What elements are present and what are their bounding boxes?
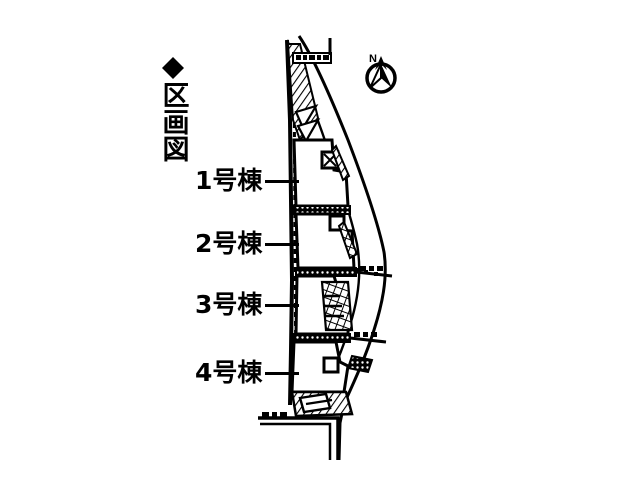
callout-building-1-label: 1号棟 bbox=[195, 166, 263, 195]
road-left-dimension-glyphs bbox=[262, 412, 287, 417]
callout-building-2-leader-line bbox=[265, 242, 300, 246]
boundary-left bbox=[285, 39, 295, 406]
callout-building-3-label: 3号棟 bbox=[195, 290, 263, 319]
compass-needle-light bbox=[369, 63, 382, 89]
compass-north-label: N bbox=[369, 53, 377, 65]
callout-building-1-leader-line bbox=[265, 179, 300, 183]
lot-4-building bbox=[322, 356, 340, 374]
road-bottom-inner bbox=[260, 422, 332, 460]
compass-tip bbox=[375, 56, 387, 70]
callout-building-3: 3号棟 bbox=[195, 290, 300, 320]
lot-2-edge-slope bbox=[337, 220, 359, 260]
divider-3-4-dimension-glyphs bbox=[354, 332, 377, 337]
callout-building-4: 4号棟 bbox=[195, 358, 300, 388]
road-bottom-edge bbox=[258, 416, 340, 460]
north-arrow: N bbox=[358, 50, 400, 96]
divider-3-4-extension bbox=[349, 336, 387, 344]
top-dimension-text-glyphs bbox=[296, 55, 329, 60]
title-block: 区画図 bbox=[152, 46, 194, 162]
lot-4-plot bbox=[290, 340, 350, 394]
diamond-bullet-icon bbox=[162, 46, 184, 79]
lot-3-stair-detail bbox=[324, 294, 344, 318]
lot-1-edge-slope bbox=[330, 144, 351, 182]
divider-2-3-dimension-glyphs bbox=[360, 266, 383, 271]
callout-building-3-leader-line bbox=[265, 303, 300, 307]
callout-building-4-leader-line bbox=[265, 371, 300, 375]
callout-building-2: 2号棟 bbox=[195, 229, 300, 259]
north-arrow-icon: N bbox=[365, 53, 397, 94]
callout-building-4-label: 4号棟 bbox=[195, 358, 263, 387]
right-lower-slope bbox=[346, 354, 374, 374]
slope-triangle-b bbox=[296, 118, 321, 144]
slope-triangle-a bbox=[294, 104, 319, 131]
compass-needle-dark bbox=[381, 64, 392, 88]
right-annotation-glyphs bbox=[356, 268, 378, 276]
callout-building-2-label: 2号棟 bbox=[195, 229, 263, 258]
page-title: 区画図 bbox=[157, 81, 189, 162]
map-geometry bbox=[258, 35, 393, 461]
callout-building-1: 1号棟 bbox=[195, 166, 300, 196]
bottom-parking-slot-b bbox=[305, 398, 333, 406]
